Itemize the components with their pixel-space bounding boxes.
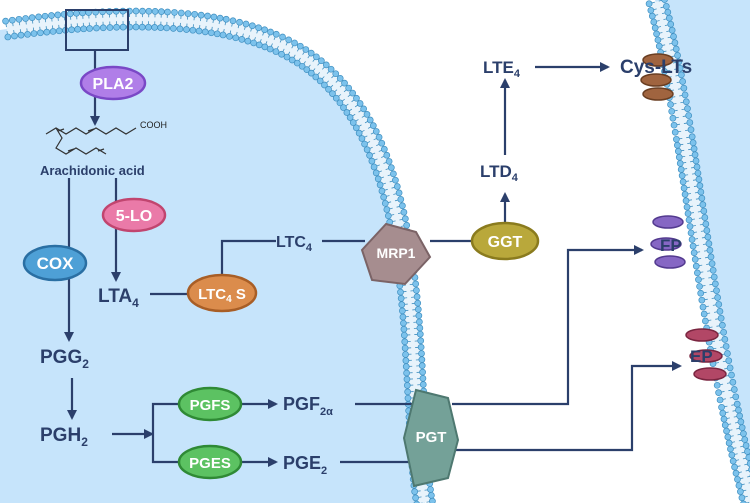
pgfs-label: PGFS [190, 397, 231, 414]
cooh-label: COOH [140, 120, 167, 130]
pla2-enzyme: PLA2 [79, 65, 147, 101]
cys-lts-label: Cys-LTs [620, 57, 692, 78]
mrp1-label: MRP1 [377, 245, 416, 261]
fp-label: FP [660, 236, 682, 255]
cell-membrane [2, 7, 436, 503]
pgf2a-label: PGF2α [283, 394, 333, 418]
ltc4s-label: LTC4 S [198, 286, 246, 305]
pgg2-label: PGG2 [40, 347, 89, 371]
pgfs-enzyme: PGFS [177, 386, 243, 422]
ep-label: EP [690, 347, 713, 366]
pge2-label: PGE2 [283, 453, 327, 477]
ltd4-label: LTD4 [480, 162, 519, 184]
arrow-pgt-to-fp [452, 245, 644, 406]
pla2-label: PLA2 [93, 76, 134, 93]
pgt-transporter [402, 388, 460, 488]
mrp1-transporter [360, 222, 432, 286]
pges-label: PGES [189, 455, 231, 472]
cys-lt-receptor [640, 53, 674, 101]
ltc4-label: LTC4 [276, 234, 313, 254]
cox-enzyme: COX [22, 244, 88, 282]
lte4-label: LTE4 [483, 58, 521, 80]
five-lo-enzyme: 5-LO [101, 197, 167, 233]
arachidonic-acid-structure [45, 127, 137, 155]
cell-interior [0, 19, 425, 503]
ltc4s-enzyme: LTC4 S [186, 273, 258, 313]
ep-receptor [685, 328, 727, 381]
fp-receptor [650, 215, 686, 269]
arrows [64, 50, 682, 467]
arrow-pgt-to-ep [452, 361, 682, 452]
ggt-label: GGT [488, 234, 523, 251]
ggt-enzyme: GGT [470, 221, 540, 261]
pges-enzyme: PGES [177, 444, 243, 480]
cox-label: COX [37, 254, 75, 273]
lta4-label: LTA4 [98, 286, 139, 310]
target-cell-membrane [645, 0, 750, 503]
pgt-label: PGT [416, 429, 447, 446]
branch-pgf-pge [151, 402, 180, 464]
pgh2-label: PGH2 [40, 425, 88, 449]
five-lo-label: 5-LO [116, 208, 152, 225]
line-ltc4s-to-ltc4 [220, 239, 276, 274]
arachidonic-acid-label: Arachidonic acid [40, 163, 145, 178]
phospholipid-box [65, 9, 129, 51]
